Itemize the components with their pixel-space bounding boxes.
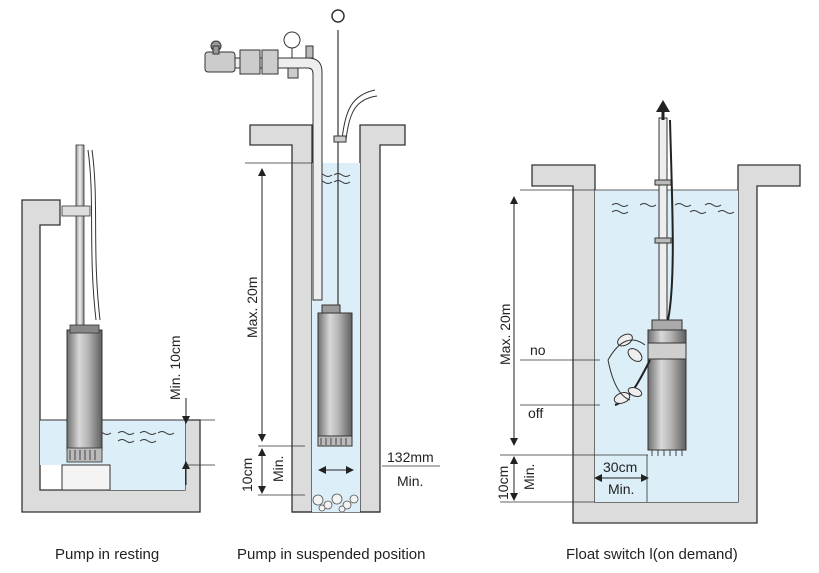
float-side-label: 30cm <box>603 459 637 475</box>
float-off-label: off <box>528 405 543 421</box>
resting-base-block <box>61 464 111 491</box>
suspended-max-label: Max. 20m <box>244 277 260 338</box>
suspended-width-label: 132mm <box>387 449 434 465</box>
suspended-bottom-label: 10cm <box>239 458 255 492</box>
suspended-bottom-min: Min. <box>270 456 286 482</box>
float-bottom-label: 10cm <box>495 466 511 500</box>
float-discharge-pipe <box>658 117 668 324</box>
resting-panel: Min. 10cm <box>21 144 215 513</box>
resting-water <box>110 420 185 490</box>
caption-resting: Pump in resting <box>55 546 159 563</box>
resting-pump <box>66 329 103 451</box>
suspended-panel: Max. 20m 10cm Min. 132mm Min. <box>204 9 440 513</box>
suspended-width-min: Min. <box>397 473 423 489</box>
gravel <box>312 493 359 513</box>
up-arrow-icon <box>656 100 670 112</box>
suspended-pump <box>317 312 353 439</box>
float-panel: no off Max. 20m 10cm Min. 30cm Min. <box>495 100 801 524</box>
caption-float: Float switch l(on demand) <box>566 546 738 563</box>
float-side-min: Min. <box>608 481 634 497</box>
resting-min-label: Min. 10cm <box>167 335 183 400</box>
float-switch-icon <box>613 333 643 404</box>
float-on-label: no <box>530 342 546 358</box>
float-max-label: Max. 20m <box>497 304 513 365</box>
float-bottom-min: Min. <box>521 464 537 490</box>
caption-suspended: Pump in suspended position <box>237 546 425 563</box>
